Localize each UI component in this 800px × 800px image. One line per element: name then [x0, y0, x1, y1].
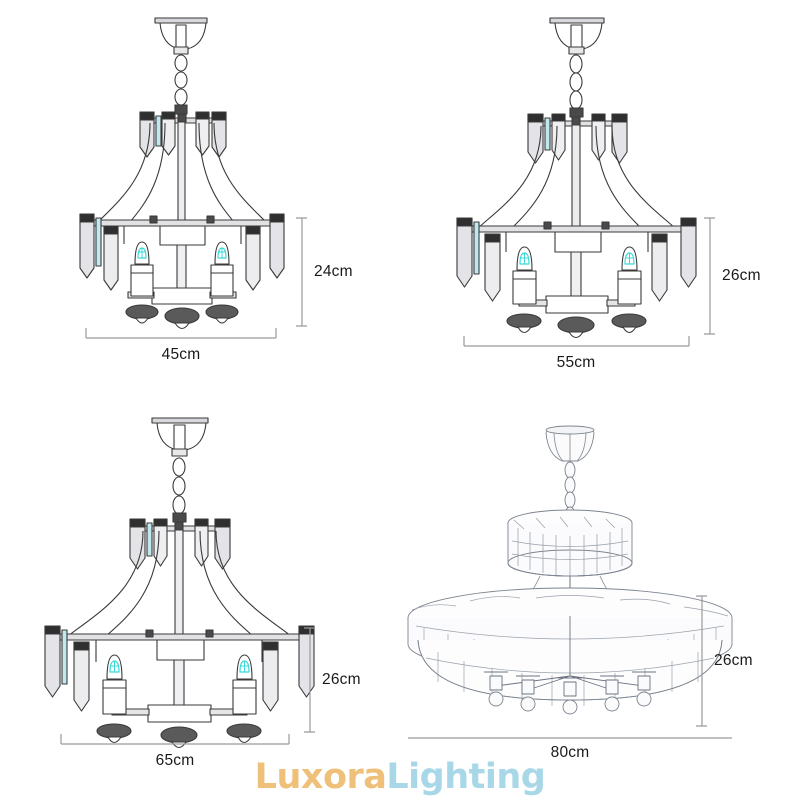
width-dimension-label: 55cm — [556, 354, 596, 371]
width-dimension-label: 65cm — [155, 752, 195, 769]
finial-ball-group — [488, 691, 652, 715]
brand-watermark: LuxoraLighting — [255, 757, 546, 797]
bulb-group — [130, 241, 234, 297]
dimension-lines — [463, 217, 715, 347]
upper-crystal-group — [139, 111, 227, 158]
chain-icon — [568, 46, 585, 118]
height-dimension-label: 26cm — [322, 671, 361, 688]
width-dimension-label: 80cm — [550, 744, 590, 761]
upper-crystal-group — [527, 113, 628, 164]
width-dimension-label: 45cm — [161, 346, 201, 363]
body-frame — [97, 122, 267, 223]
chandelier-drawing-45cm — [0, 0, 400, 400]
center-hub — [159, 225, 206, 294]
watermark-luxora: Luxora — [254, 757, 387, 797]
center-stem — [177, 121, 186, 223]
lamp-cluster — [484, 616, 656, 697]
lamp-arms — [95, 640, 263, 723]
height-dimension-label: 26cm — [714, 652, 753, 669]
finial-group — [506, 313, 647, 339]
canopy-icon — [154, 17, 208, 50]
center-hub — [554, 231, 602, 303]
watermark-lighting: Lighting — [386, 757, 546, 797]
lower-crystal-group — [79, 213, 285, 291]
upper-crystal-drum — [507, 509, 633, 577]
height-dimension-label: 26cm — [722, 267, 761, 284]
body-frame — [477, 125, 676, 229]
chain-icon — [173, 46, 189, 115]
bulb-group — [102, 654, 257, 715]
dimension-lines — [408, 595, 732, 739]
center-stem — [571, 124, 581, 229]
dimension-lines — [60, 627, 315, 745]
height-dimension-label: 24cm — [314, 263, 353, 280]
chandelier-panel-65cm: 65cm 26cm — [0, 400, 400, 800]
upper-crystal-group — [129, 518, 231, 570]
finial-group — [96, 723, 262, 749]
chandelier-panel-45cm: 45cm 24cm — [0, 0, 400, 400]
chain-icon — [171, 448, 188, 523]
chandelier-panel-80cm: 80cm 26cm — [400, 400, 800, 800]
chandelier-drawing-80cm — [400, 400, 800, 800]
canopy-icon — [545, 425, 595, 462]
body-frame — [67, 530, 292, 637]
lower-crystal-group — [456, 217, 697, 302]
canopy-icon — [151, 417, 209, 451]
chandelier-drawing-65cm — [0, 400, 400, 800]
center-hub — [156, 639, 205, 713]
finial-group — [125, 304, 239, 330]
canopy-icon — [549, 17, 605, 50]
dimension-lines — [85, 217, 307, 339]
chandelier-panel-55cm: 55cm 26cm — [400, 0, 800, 400]
bulb-group — [512, 246, 642, 305]
center-stem — [174, 529, 184, 637]
chandelier-drawing-55cm — [400, 0, 800, 400]
